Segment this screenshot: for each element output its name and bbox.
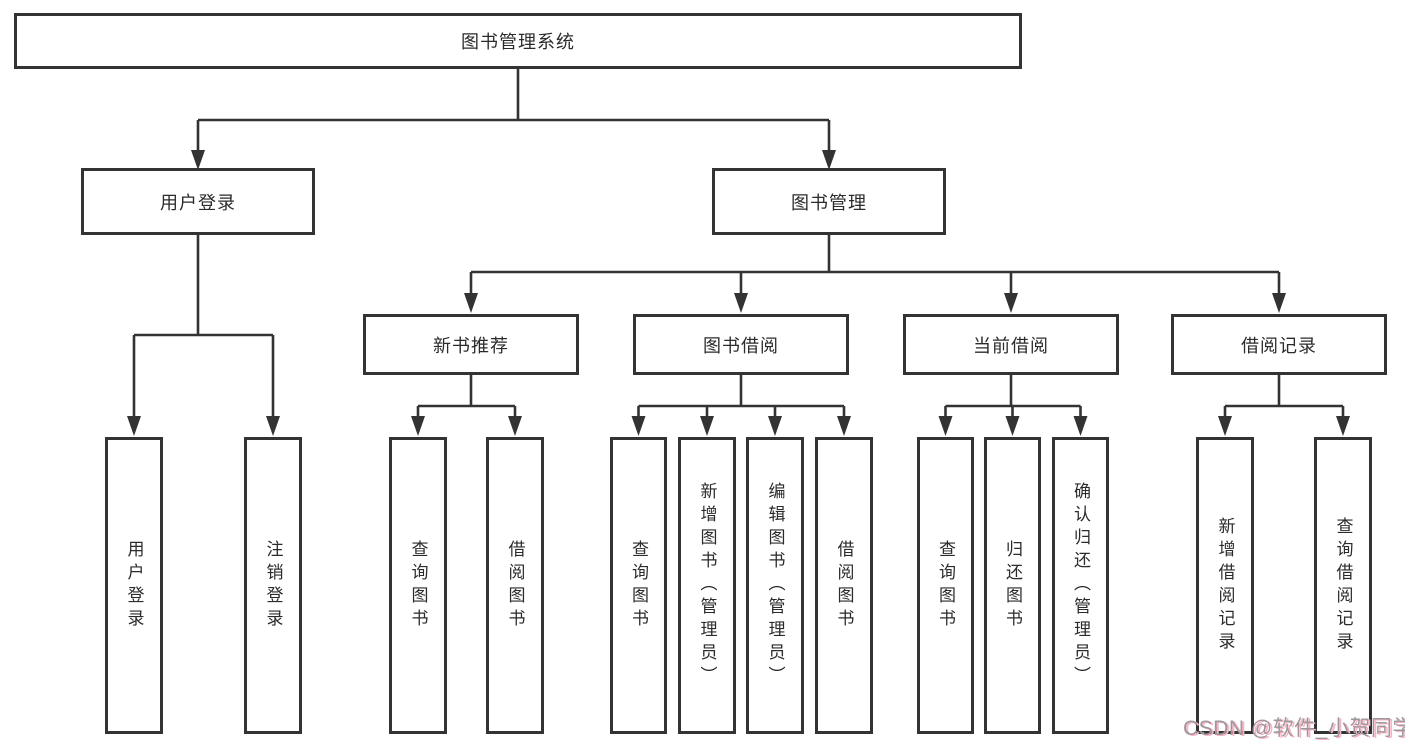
node-library-system: 图书管理系统 bbox=[14, 13, 1022, 69]
node-new-book-recommendation: 新书推荐 bbox=[363, 314, 579, 375]
node-logout-action: 注销登录 bbox=[244, 437, 302, 734]
node-user-login-action: 用户登录 bbox=[105, 437, 163, 734]
arrowhead-icons bbox=[127, 150, 1350, 436]
node-confirm-return-admin: 确认归还（管理员） bbox=[1052, 437, 1109, 734]
node-query-books-recommend: 查询图书 bbox=[389, 437, 447, 734]
node-current-borrowing: 当前借阅 bbox=[903, 314, 1119, 375]
node-edit-books-admin: 编辑图书（管理员） bbox=[746, 437, 804, 734]
node-return-books: 归还图书 bbox=[984, 437, 1041, 734]
node-user-login: 用户登录 bbox=[81, 168, 315, 235]
node-add-borrow-record: 新增借阅记录 bbox=[1196, 437, 1254, 734]
node-borrow-books-recommend: 借阅图书 bbox=[486, 437, 544, 734]
node-add-books-admin: 新增图书（管理员） bbox=[678, 437, 736, 734]
node-query-books-current: 查询图书 bbox=[917, 437, 974, 734]
csdn-watermark: CSDN @软件_小贺同学 bbox=[1183, 717, 1405, 740]
node-book-borrowing: 图书借阅 bbox=[633, 314, 849, 375]
node-query-borrow-record: 查询借阅记录 bbox=[1314, 437, 1372, 734]
node-borrowing-records: 借阅记录 bbox=[1171, 314, 1387, 375]
node-borrow-books: 借阅图书 bbox=[815, 437, 873, 734]
node-book-management: 图书管理 bbox=[712, 168, 946, 235]
node-query-books-borrow: 查询图书 bbox=[610, 437, 667, 734]
